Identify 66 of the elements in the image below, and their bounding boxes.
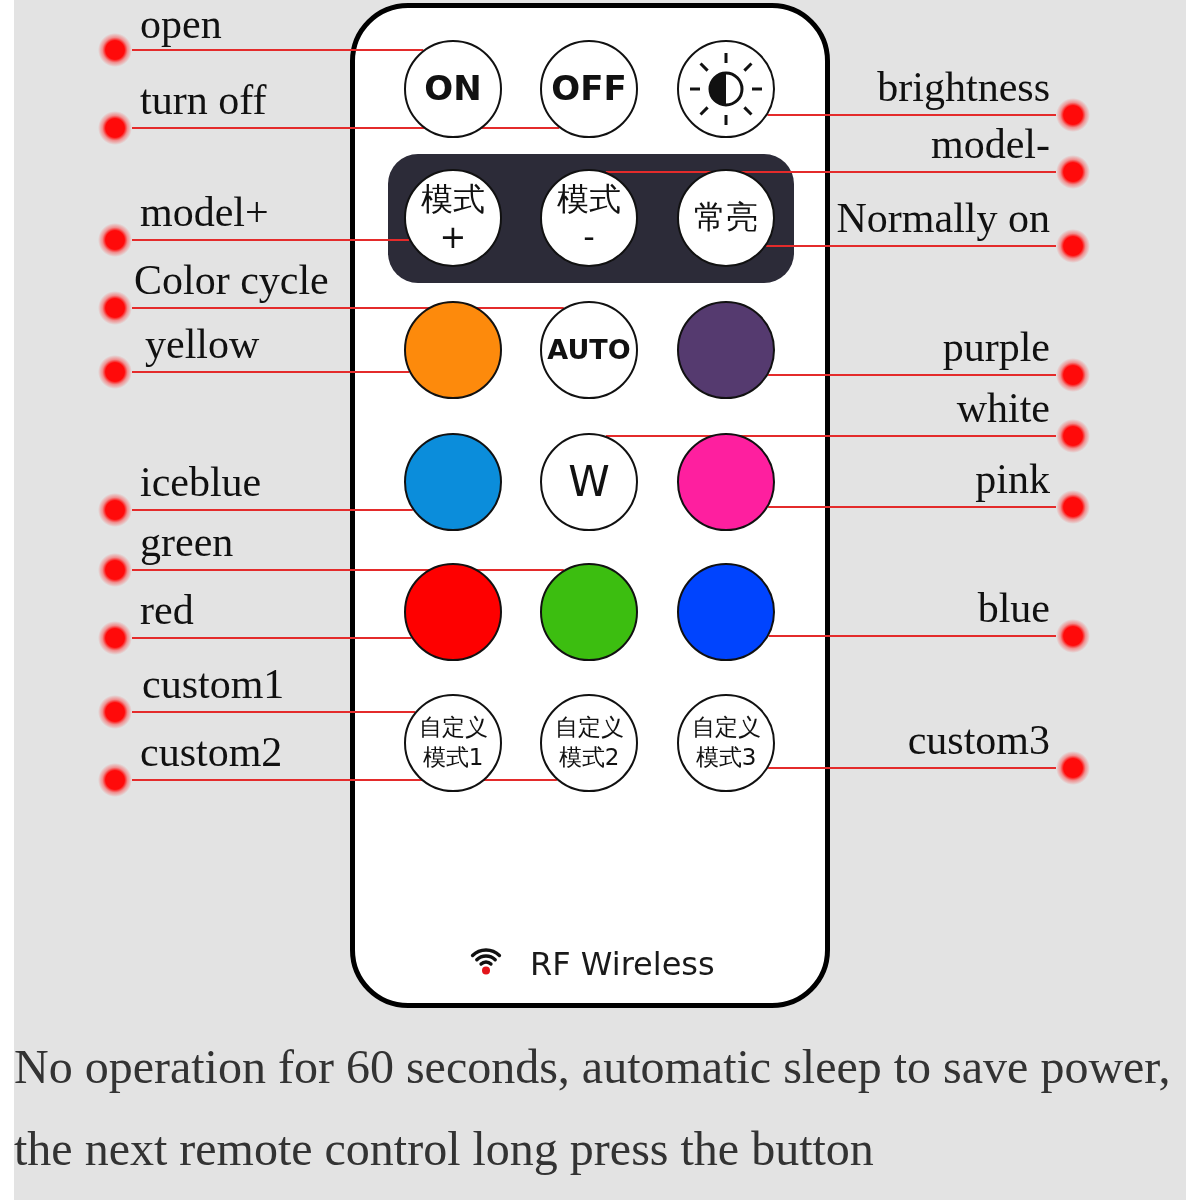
- marker-dot: [1056, 490, 1090, 524]
- callout-label: model-: [931, 120, 1050, 169]
- callout-label: brightness: [877, 63, 1050, 112]
- marker-dot: [1056, 98, 1090, 132]
- leader-line: [131, 569, 565, 571]
- callout-label: pink: [975, 455, 1050, 504]
- leader-line: [131, 711, 417, 713]
- marker-dot: [1056, 419, 1090, 453]
- callout-label: custom2: [140, 728, 283, 777]
- remote-control: [350, 3, 830, 1008]
- leader-line: [767, 635, 1057, 637]
- callout-label: turn off: [140, 76, 267, 125]
- callout-label: open: [140, 0, 222, 49]
- leader-line: [131, 371, 411, 373]
- leader-line: [767, 767, 1057, 769]
- marker-dot: [98, 763, 132, 797]
- leader-line: [131, 509, 414, 511]
- round-button: 自定义模式1: [404, 694, 502, 792]
- leader-line: [131, 49, 425, 51]
- leader-line: [131, 239, 411, 241]
- marker-dot: [1056, 358, 1090, 392]
- marker-dot: [98, 695, 132, 729]
- leader-line: [131, 637, 413, 639]
- leader-line: [766, 114, 1057, 116]
- marker-dot: [98, 33, 132, 67]
- leader-line: [765, 245, 1057, 247]
- marker-dot: [98, 621, 132, 655]
- callout-label: iceblue: [140, 458, 262, 507]
- callout-label: white: [956, 384, 1050, 433]
- round-button: 自定义模式3: [677, 694, 775, 792]
- button-panel: [388, 154, 794, 283]
- round-button: OFF: [540, 40, 638, 138]
- callout-label: purple: [942, 323, 1050, 372]
- callout-label: yellow: [145, 320, 260, 369]
- callout-label: custom3: [907, 716, 1050, 765]
- marker-dot: [1056, 229, 1090, 263]
- marker-dot: [1056, 751, 1090, 785]
- marker-dot: [98, 111, 132, 145]
- marker-dot: [98, 355, 132, 389]
- marker-dot: [1056, 155, 1090, 189]
- callout-label: model+: [140, 188, 269, 237]
- callout-label: Color cycle: [134, 256, 329, 305]
- marker-dot: [98, 553, 132, 587]
- callout-label: green: [140, 518, 234, 567]
- round-button: 常亮: [677, 169, 775, 267]
- caption-text: No operation for 60 seconds, automatic sleep to save power, the next remote control long press the button: [14, 1039, 1172, 1177]
- callout-label: red: [140, 586, 194, 635]
- marker-dot: [98, 223, 132, 257]
- round-button: W: [540, 433, 638, 531]
- round-button: AUTO: [540, 301, 638, 399]
- round-button: 自定义模式2: [540, 694, 638, 792]
- callout-label: blue: [977, 584, 1050, 633]
- leader-line: [131, 307, 565, 309]
- leader-line: [767, 506, 1057, 508]
- round-button: 模式-: [540, 169, 638, 267]
- round-button: 模式+: [404, 169, 502, 267]
- marker-dot: [98, 291, 132, 325]
- leader-line: [767, 374, 1057, 376]
- leader-line: [604, 435, 1057, 437]
- round-button: ON: [404, 40, 502, 138]
- marker-dot: [98, 493, 132, 527]
- callout-label: custom1: [142, 660, 285, 709]
- leader-line: [604, 171, 1057, 173]
- marker-dot: [1056, 619, 1090, 653]
- device-label: RF Wireless: [530, 946, 715, 983]
- callout-label: Normally on: [836, 194, 1050, 243]
